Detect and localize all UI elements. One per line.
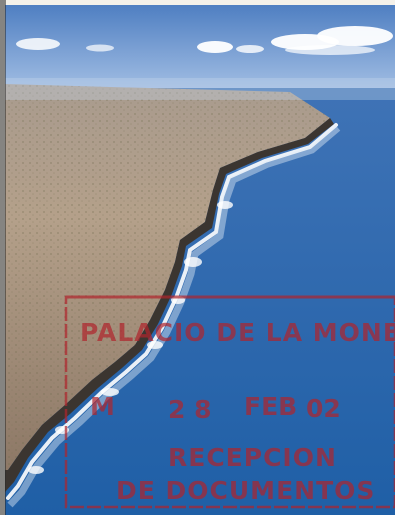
horizon-haze xyxy=(5,78,395,100)
surf-line xyxy=(6,123,338,500)
stamp-date-month: FEB xyxy=(244,392,297,421)
stamp-date-letter: M xyxy=(90,392,115,421)
land-texture xyxy=(5,84,330,470)
stamp-date-year: 02 xyxy=(306,394,341,423)
stamp-line-institution: PALACIO DE LA MONE xyxy=(80,318,395,347)
left-edge xyxy=(0,0,6,515)
stamp-line-documents: DE DOCUMENTOS xyxy=(116,476,375,505)
receipt-stamp: PALACIO DE LA MONE M 2 8 FEB 02 RECEPCIO… xyxy=(64,295,395,509)
clouds xyxy=(16,26,393,55)
stamp-line-reception: RECEPCION xyxy=(168,443,337,472)
stamp-date-day: 2 8 xyxy=(168,395,212,424)
